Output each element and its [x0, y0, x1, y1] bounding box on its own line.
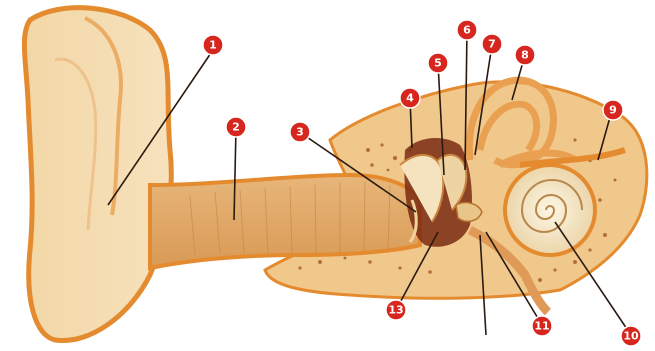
callout-6: 6 — [457, 20, 477, 40]
svg-text:3: 3 — [296, 126, 304, 139]
svg-text:9: 9 — [609, 104, 617, 117]
svg-text:10: 10 — [623, 330, 639, 343]
svg-text:2: 2 — [232, 121, 240, 134]
callout-8: 8 — [515, 45, 535, 65]
callout-2: 2 — [226, 117, 246, 137]
callout-3: 3 — [290, 122, 310, 142]
callout-5: 5 — [428, 53, 448, 73]
callout-9: 9 — [603, 100, 623, 120]
svg-text:11: 11 — [534, 320, 549, 333]
callout-4: 4 — [400, 88, 420, 108]
callout-7: 7 — [482, 34, 502, 54]
callout-13: 13 — [386, 300, 406, 320]
callout-1: 1 — [203, 35, 223, 55]
callout-10: 10 — [621, 326, 641, 346]
svg-text:6: 6 — [463, 24, 471, 37]
svg-text:1: 1 — [209, 39, 217, 52]
svg-text:8: 8 — [521, 49, 529, 62]
svg-text:7: 7 — [488, 38, 496, 51]
cochlea — [505, 165, 595, 255]
svg-text:13: 13 — [388, 304, 403, 317]
pinna — [24, 8, 171, 341]
svg-text:4: 4 — [406, 92, 414, 105]
svg-text:5: 5 — [434, 57, 442, 70]
callout-11: 11 — [532, 316, 552, 336]
